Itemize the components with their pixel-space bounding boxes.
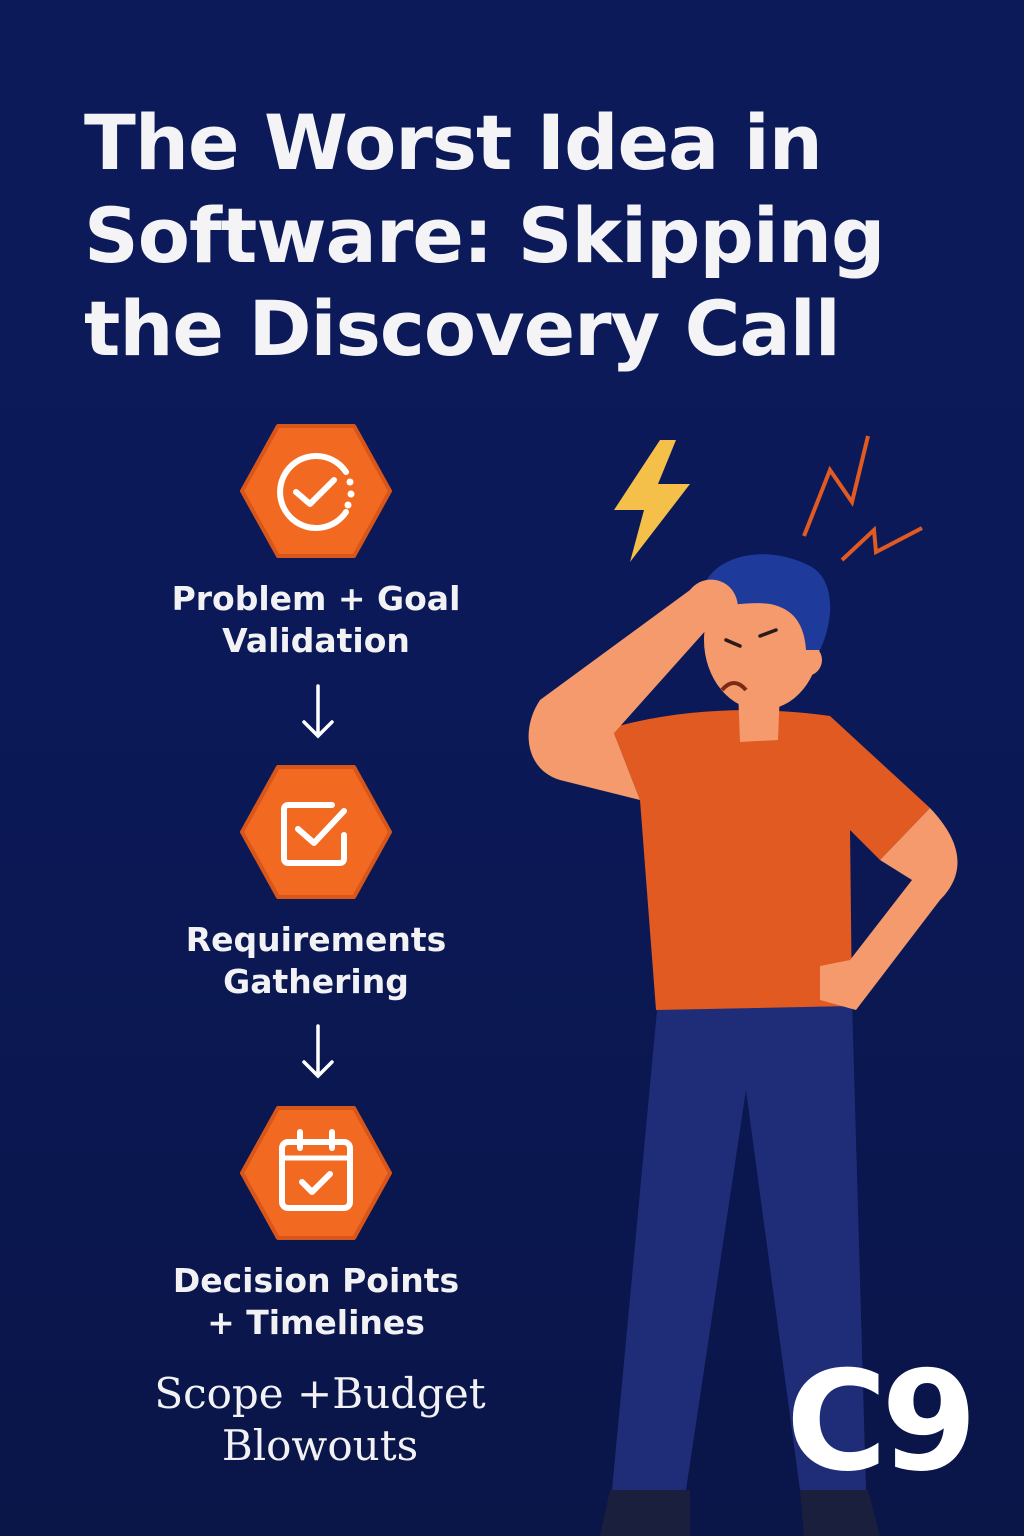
outcome-line2: Blowouts bbox=[221, 1421, 419, 1470]
arrow-down-icon bbox=[302, 684, 334, 739]
checkbox-icon bbox=[240, 765, 392, 899]
c9-logo: C9 bbox=[786, 1341, 977, 1502]
lightning-bolt-icon bbox=[614, 440, 690, 562]
outcome-text: Scope +Budget Blowouts bbox=[140, 1368, 500, 1472]
calendar-check-icon bbox=[240, 1106, 392, 1240]
circle-check-icon bbox=[240, 424, 392, 558]
frustrated-person-illustration bbox=[528, 435, 958, 1536]
step-label-line1: Requirements bbox=[185, 920, 447, 959]
step-label-line2: Validation bbox=[222, 621, 410, 660]
stress-zigzag-icon bbox=[802, 435, 870, 537]
step-decision-points-timelines: Decision Points+ Timelines bbox=[166, 1104, 466, 1344]
step-label-line2: Gathering bbox=[223, 962, 409, 1001]
step-label-line2: + Timelines bbox=[207, 1303, 425, 1342]
step-label-line1: Decision Points bbox=[172, 1261, 460, 1300]
page-title: The Worst Idea in Software: Skipping the… bbox=[84, 98, 885, 373]
step-label-line1: Problem + Goal bbox=[171, 579, 461, 618]
arrow-down-icon bbox=[302, 1024, 334, 1079]
outcome-line1: Scope +Budget bbox=[154, 1369, 486, 1418]
